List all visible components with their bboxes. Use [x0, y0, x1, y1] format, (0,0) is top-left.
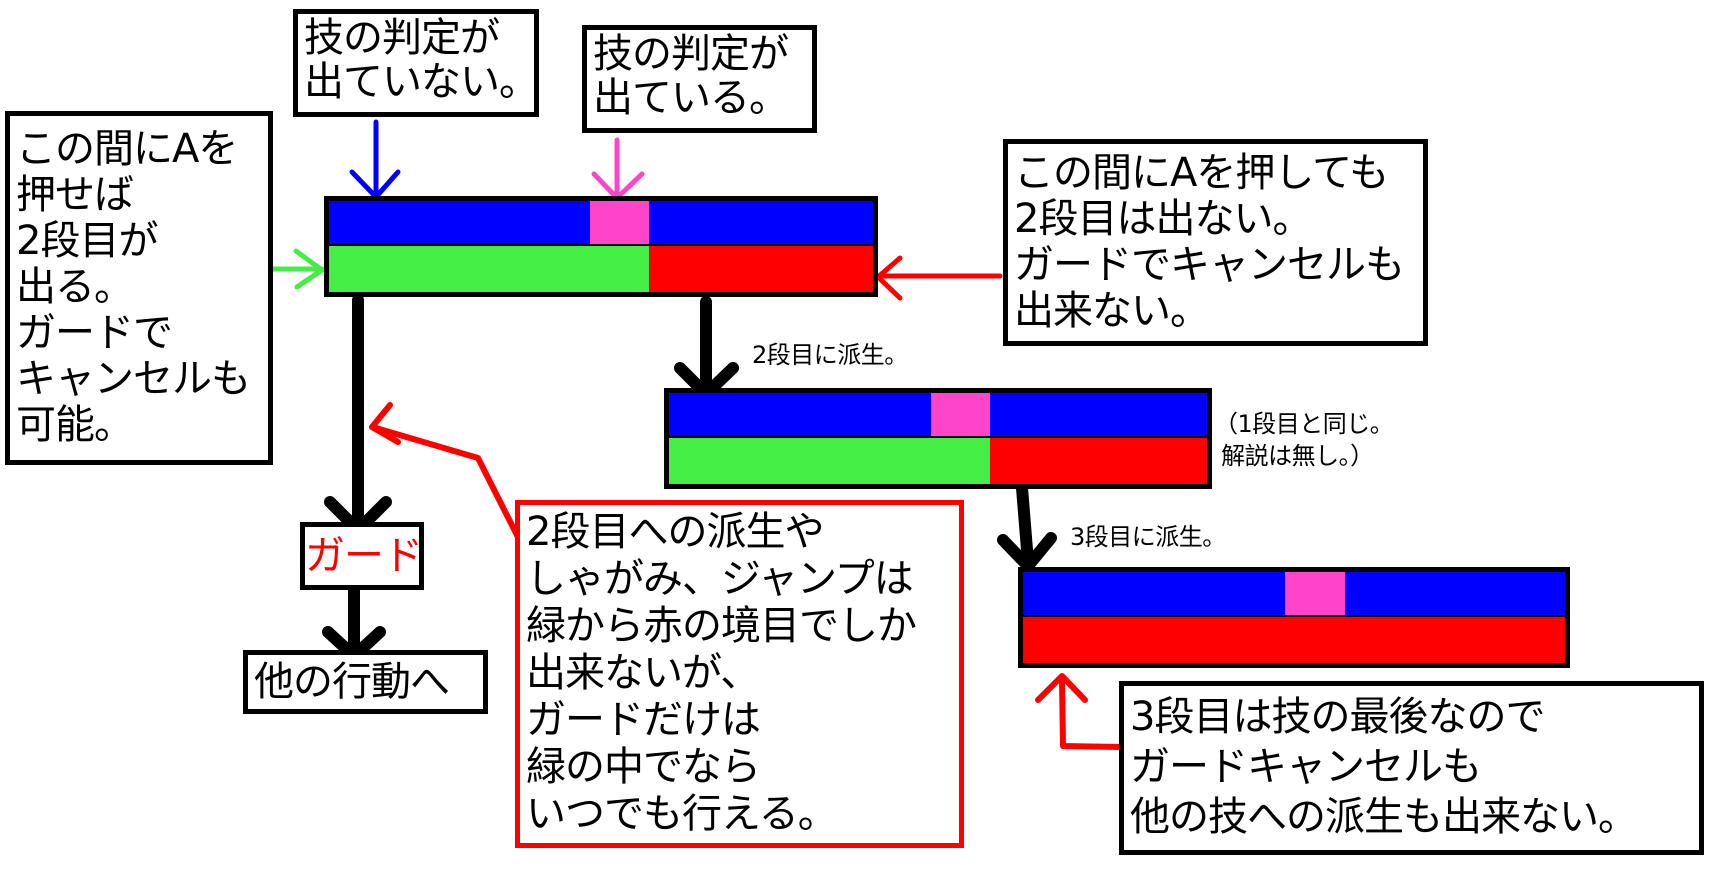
pink-down-arrow-icon [591, 137, 645, 201]
move-frame-bar-2 [664, 388, 1212, 489]
red-up-arrow-icon [1035, 673, 1123, 750]
guard-box: ガード [300, 522, 424, 590]
flow-down-arrow-icon [324, 294, 392, 536]
no-hitbox-label: 技の判定が 出ていない。 [293, 9, 539, 117]
right-note: この間にAを押しても 2段目は出ない。 ガードでキャンセルも 出来ない。 [1003, 139, 1428, 346]
red-left-arrow-icon [875, 255, 1003, 301]
active-frames-segment [1345, 572, 1565, 615]
blue-down-arrow-icon [349, 119, 401, 200]
hitbox-out-label: 技の判定が 出ている。 [582, 25, 817, 133]
active-frames-segment [329, 201, 590, 244]
active-frames-segment [990, 393, 1207, 436]
same-as-first-label: （1段目と同じ。 解説は無し。） [1214, 410, 1394, 470]
move-frame-bar-3 [1018, 567, 1570, 668]
other-action-box: 他の行動へ [243, 650, 488, 714]
cancel-window-segment [669, 438, 990, 484]
branch-to-3-label: 3段目に派生。 [1070, 523, 1226, 551]
no-cancel-segment [649, 246, 873, 292]
move-frame-bar-1 [324, 196, 878, 297]
no-cancel-segment [990, 438, 1207, 484]
active-frames-segment [1023, 572, 1285, 615]
branch-to-2-label: 2段目に派生。 [752, 341, 908, 369]
flow-down-arrow-icon [997, 482, 1057, 572]
flow-down-arrow-icon [674, 296, 739, 400]
center-note: 2段目への派生や しゃがみ、ジャンプは 緑から赤の境目でしか 出来ないが、 ガー… [515, 500, 964, 848]
active-frames-segment [649, 201, 873, 244]
active-frames-segment [669, 393, 931, 436]
third-stage-note: 3段目は技の最後なので ガードキャンセルも 他の技への派生も出来ない。 [1119, 681, 1704, 855]
hitbox-segment [590, 201, 649, 244]
cancel-window-segment [329, 246, 649, 292]
no-cancel-segment [1023, 617, 1565, 663]
left-note: この間にAを 押せば 2段目が 出る。 ガードで キャンセルも 可能。 [5, 111, 273, 465]
hitbox-segment [1285, 572, 1345, 615]
red-up-arrow-icon [369, 402, 530, 558]
flow-down-arrow-icon [322, 579, 386, 662]
hitbox-segment [931, 393, 990, 436]
